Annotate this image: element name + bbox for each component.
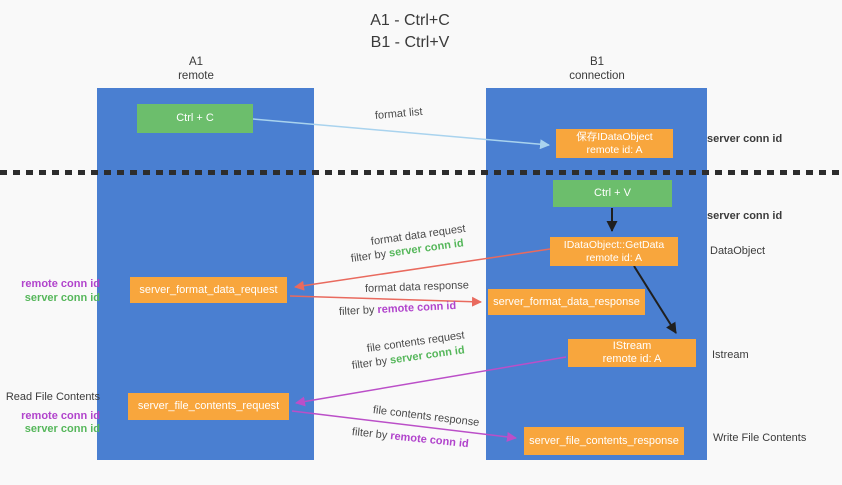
lane-a1-name: A1 [188, 56, 204, 68]
lane-b1-subtitle: connection [569, 70, 625, 82]
node-file-response-label: server_file_contents_response [529, 434, 679, 447]
node-idataobject-getdata: IDataObject::GetData remote id: A [550, 237, 678, 266]
label-remote-conn-id-left-1: remote conn id [21, 278, 100, 290]
label-write-file-contents: Write File Contents [713, 432, 807, 444]
lane-b1-name: B1 [589, 56, 605, 68]
node-istream-line1: IStream [612, 340, 652, 352]
node-ctrl-v: Ctrl + V [553, 180, 672, 207]
node-server-file-contents-response: server_file_contents_response [524, 427, 684, 455]
filter-by-text: filter by [351, 355, 388, 372]
dotted-separator-line [0, 170, 842, 175]
title-line-ctrl-c: A1 - Ctrl+C [370, 12, 450, 29]
node-istream: IStream remote id: A [568, 339, 696, 367]
label-read-file-contents: Read File Contents [5, 391, 100, 403]
diagram-title: A1 - Ctrl+C B1 - Ctrl+V [0, 10, 820, 54]
node-file-request-label: server_file_contents_request [137, 400, 280, 412]
node-getdata-line2: remote id: A [585, 251, 643, 264]
label-server-conn-id-right-top: server conn id [707, 133, 783, 145]
label-file-contents-response: file contents response [372, 404, 480, 429]
node-server-format-data-response: server_format_data_response [488, 289, 645, 315]
label-istream: Istream [712, 349, 749, 361]
node-save-idataobject: 保存IDataObject remote id: A [556, 129, 673, 158]
filter-by-text: filter by [350, 248, 387, 265]
lane-a1-subtitle: remote [178, 70, 214, 82]
filter-by-text: filter by [338, 304, 375, 318]
node-save-idataobject-line1: 保存IDataObject [576, 130, 653, 143]
remote-conn-id-text: remote conn id [377, 299, 457, 316]
node-server-format-data-request: server_format_data_request [130, 277, 287, 303]
node-ctrl-c: Ctrl + C [137, 104, 253, 133]
node-ctrl-v-label: Ctrl + V [594, 187, 631, 199]
lane-header-b1: B1 connection [537, 55, 657, 83]
node-server-file-contents-request: server_file_contents_request [128, 393, 289, 420]
node-format-request-label: server_format_data_request [139, 283, 278, 296]
label-format-data-response: format data response [364, 279, 470, 295]
left-annotation-format: remote conn id server conn id [0, 278, 100, 305]
title-line-ctrl-v: B1 - Ctrl+V [370, 34, 450, 51]
label-remote-conn-id-left-2: remote conn id [21, 409, 100, 422]
label-server-conn-id-left-1: server conn id [24, 291, 100, 304]
remote-conn-id-text: remote conn id [389, 430, 470, 451]
node-ctrl-c-label: Ctrl + C [176, 112, 214, 124]
left-annotation-file: Read File Contents remote conn id server… [0, 391, 100, 437]
node-istream-line2: remote id: A [602, 353, 662, 365]
filter-by-text: filter by [351, 426, 388, 442]
node-getdata-line1: IDataObject::GetData [563, 238, 665, 251]
label-format-list: format list [374, 105, 424, 122]
node-format-response-label: server_format_data_response [493, 295, 640, 308]
node-save-idataobject-line2: remote id: A [586, 143, 643, 156]
label-dataobject: DataObject [710, 245, 766, 257]
label-server-conn-id-right-mid: server conn id [707, 210, 783, 222]
label-server-conn-id-left-2: server conn id [24, 423, 100, 435]
lane-header-a1: A1 remote [136, 55, 256, 83]
